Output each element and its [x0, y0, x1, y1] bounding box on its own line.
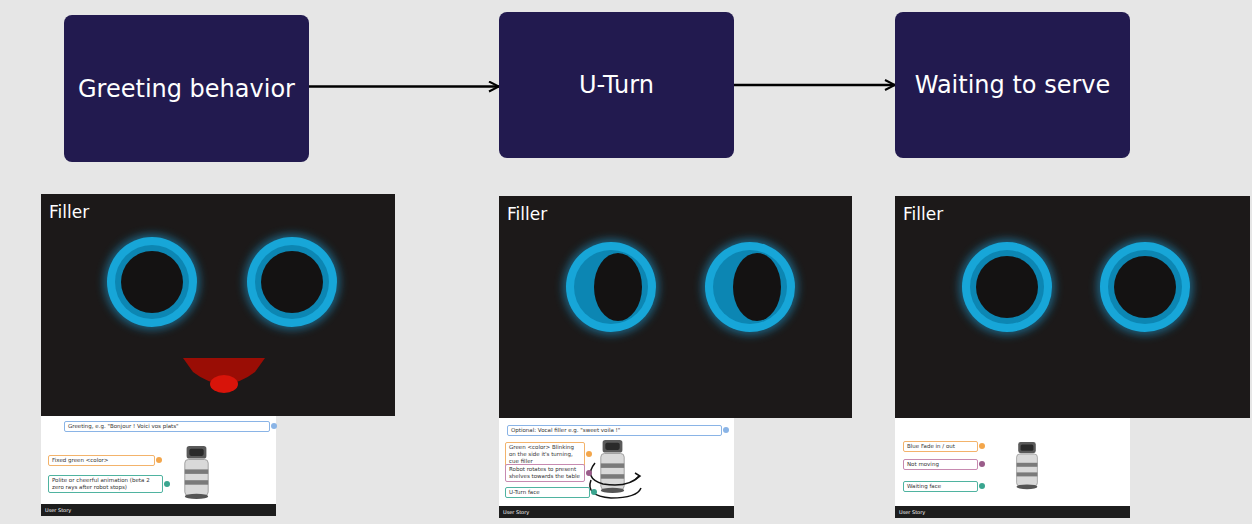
story-card: User Story Greeting, e.g. "Bonjour ! Voic… [41, 416, 276, 516]
stage-title: U-Turn [573, 65, 660, 105]
face-illustration [41, 194, 401, 416]
panel-label: Filler [49, 202, 89, 222]
callout-text: Greeting, e.g. "Bonjour ! Voici vos plat… [68, 423, 266, 430]
callout-box: Waiting face [903, 481, 978, 492]
footer-label: User Story [499, 506, 734, 518]
footer-label: User Story [41, 504, 276, 516]
callout-box: U-Turn face [505, 487, 590, 498]
callout-text: Optional: Vocal filler e.g. "sweet voila… [511, 427, 718, 434]
face-panel: Filler [499, 196, 852, 418]
callout-text: Green <color> Blinking on the side it's … [509, 444, 581, 465]
face-panel: Filler [41, 194, 395, 416]
stage-box: Waiting to serve [895, 12, 1130, 158]
story-card: User Story Blue Fade in / outNot movingWa… [895, 418, 1130, 518]
callout-box: Polite or cheerful animation (beta 2 zer… [48, 475, 163, 493]
callout-box: Not moving [903, 459, 978, 470]
panel-label: Filler [507, 204, 547, 224]
callout-text: Fixed green <color> [52, 457, 151, 464]
callout-text: Not moving [907, 461, 974, 468]
flow-arrow [309, 85, 499, 88]
callout-box: Green <color> Blinking on the side it's … [505, 442, 585, 467]
stage-box: Greeting behavior [64, 15, 309, 162]
stage-title: Waiting to serve [909, 65, 1117, 105]
face-illustration [499, 196, 859, 418]
callout-box: Blue Fade in / out [903, 441, 978, 452]
callout-text: Waiting face [907, 483, 974, 490]
callout-box: Robot rotates to present shelves towards… [505, 464, 585, 482]
callout-text: Blue Fade in / out [907, 443, 974, 450]
callout-text: Robot rotates to present shelves towards… [509, 466, 581, 480]
face-illustration [895, 196, 1252, 418]
stage-box: U-Turn [499, 12, 734, 158]
callout-box: Optional: Vocal filler e.g. "sweet voila… [507, 425, 722, 436]
footer-label: User Story [895, 506, 1130, 518]
panel-label: Filler [903, 204, 943, 224]
callout-text: U-Turn face [509, 489, 586, 496]
callout-box: Greeting, e.g. "Bonjour ! Voici vos plat… [64, 421, 270, 432]
stage-title: Greeting behavior [72, 69, 301, 109]
flow-arrow [734, 84, 895, 87]
story-card: User Story Optional: Vocal filler e.g. "s… [499, 418, 734, 518]
face-panel: Filler [895, 196, 1250, 418]
callout-box: Fixed green <color> [48, 455, 155, 466]
callout-text: Polite or cheerful animation (beta 2 zer… [52, 477, 159, 491]
